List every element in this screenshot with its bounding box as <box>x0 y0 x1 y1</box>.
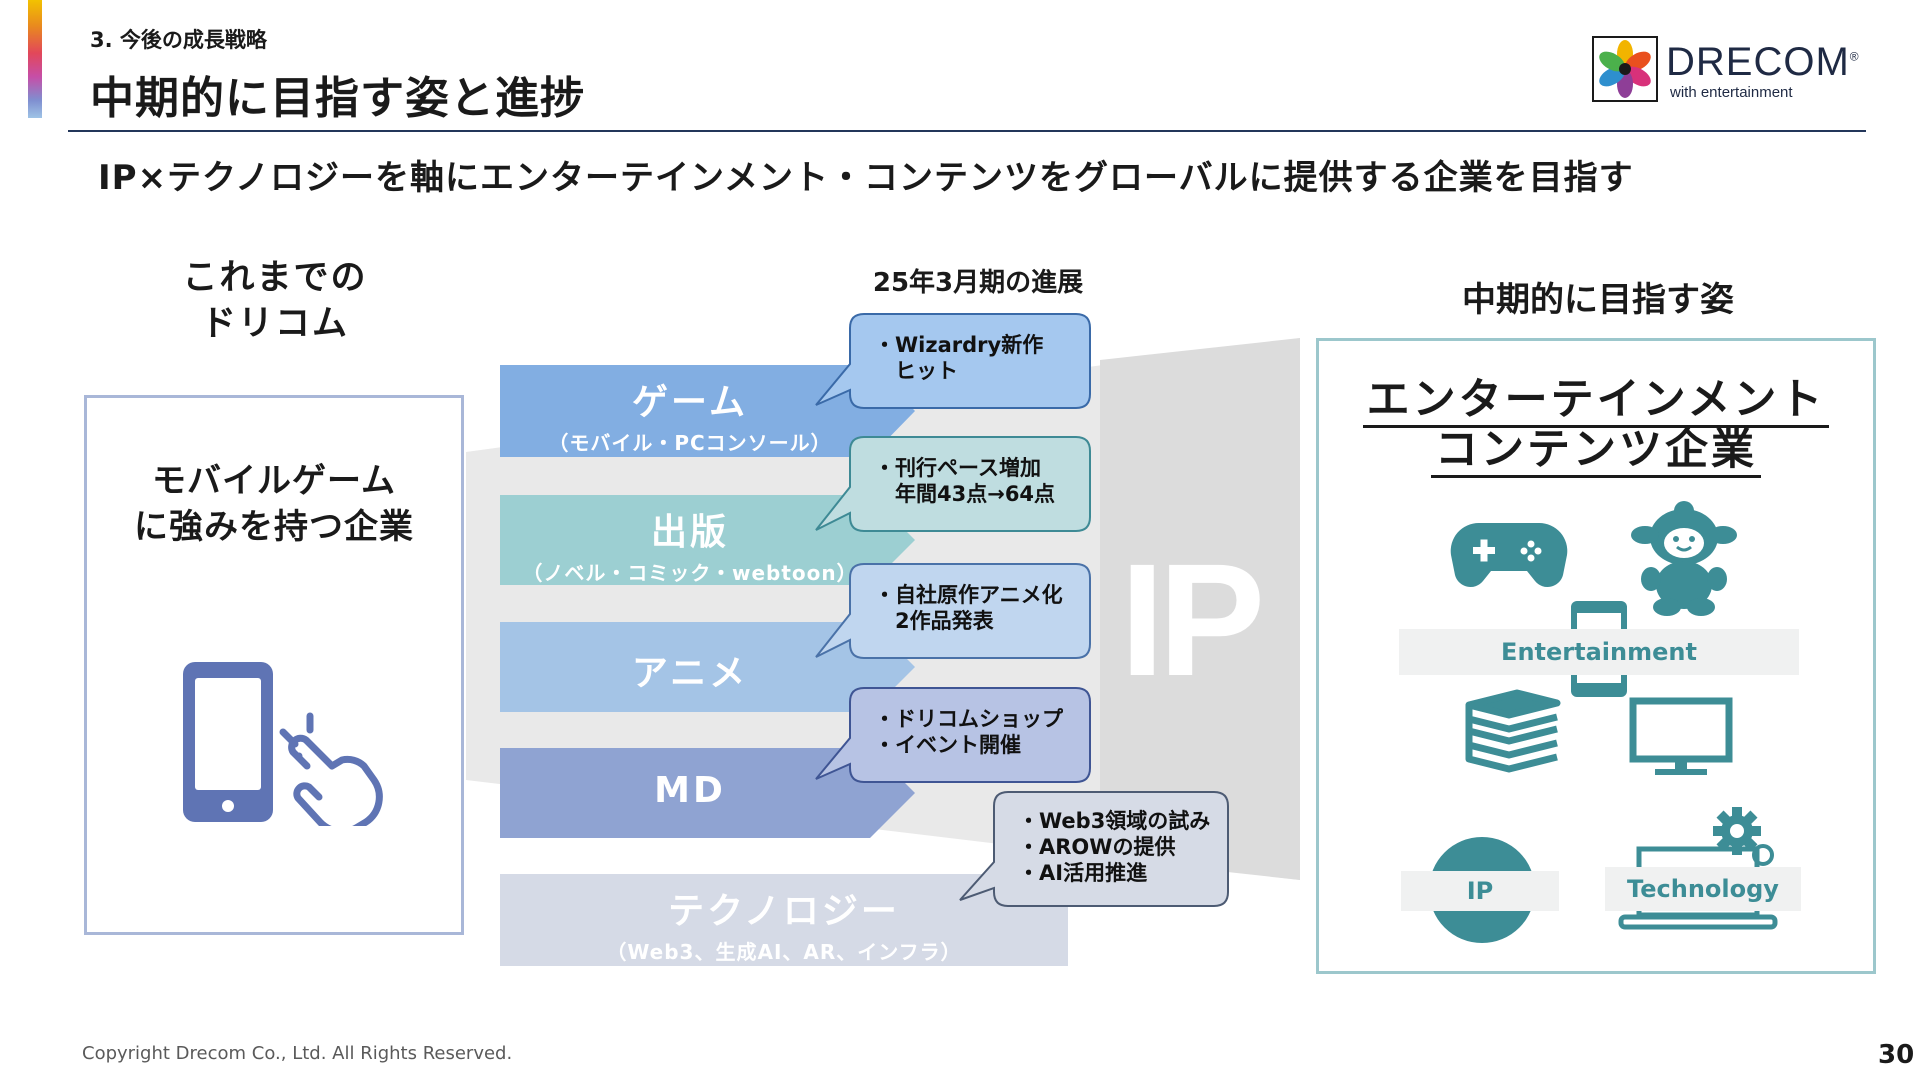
accent-color-bar <box>28 0 42 118</box>
callout-bubble-3 <box>815 563 1091 659</box>
title-divider <box>68 130 1866 132</box>
page-title: 中期的に目指す姿と進捗 <box>90 73 585 124</box>
progress-title: 25年3月期の進展 <box>872 268 1084 298</box>
teddy-bear-icon <box>1631 501 1737 616</box>
callout-bubble-4 <box>815 687 1091 783</box>
band-label-2: 出版（ノベル・コミック・webtoon） <box>522 512 858 585</box>
section-label: 3. 今後の成長戦略 <box>90 28 267 52</box>
headline: IP×テクノロジーを軸にエンターテインメント・コンテンツをグローバルに提供する企… <box>98 158 1634 198</box>
books-icon <box>1465 689 1561 773</box>
logo-wordmark: DRECOM® <box>1666 40 1860 84</box>
callout-text-4: ・ドリコムショップ・イベント開催 <box>874 707 1063 757</box>
future-title-line-2: コンテンツ企業 <box>1319 415 1873 478</box>
callout-bubble-2 <box>815 436 1091 532</box>
future-heading: 中期的に目指す姿 <box>1462 280 1734 320</box>
band-label-1: ゲーム（モバイル・PCコンソール） <box>548 382 832 455</box>
logo-flower-icon <box>1592 36 1658 102</box>
past-heading: これまでの ドリコム <box>182 258 368 344</box>
past-box: モバイルゲーム に強みを持つ企業 <box>84 395 464 935</box>
future-box: エンターテインメント コンテンツ企業 Entertainment <box>1316 338 1876 974</box>
entertainment-label: Entertainment <box>1399 629 1799 675</box>
callout-bubble-5 <box>959 791 1229 907</box>
band-shape-3 <box>500 622 915 712</box>
technology-label: Technology <box>1605 867 1801 911</box>
future-title-line-1: エンターテインメント <box>1319 365 1873 428</box>
copyright-footer: Copyright Drecom Co., Ltd. All Rights Re… <box>82 1043 513 1064</box>
band-shape-2 <box>500 495 915 585</box>
callout-text-2: ・刊行ペース増加 年間43点→64点 <box>874 456 1056 506</box>
band-shape-1 <box>500 365 915 457</box>
ip-strip-label: IP <box>1401 871 1559 911</box>
band-shape-5 <box>500 874 1068 966</box>
band-label-4: MD <box>654 770 726 811</box>
page-number: 30 <box>1878 1040 1915 1070</box>
monitor-icon <box>1629 697 1733 775</box>
smartphone-icon <box>183 662 383 826</box>
past-description: モバイルゲーム に強みを持つ企業 <box>134 461 414 547</box>
callout-text-5: ・Web3領域の試み・AROWの提供・AI活用推進 <box>1018 809 1211 885</box>
callout-text-3: ・自社原作アニメ化 2作品発表 <box>874 583 1063 633</box>
band-label-5: テクノロジー（Web3、生成AI、AR、インフラ） <box>606 891 962 964</box>
laptop-gear-icon <box>1618 807 1778 930</box>
band-label-3: アニメ <box>631 653 749 694</box>
callout-text-1: ・Wizardry新作 ヒット <box>874 333 1044 383</box>
band-shape-4 <box>500 748 915 838</box>
company-logo: DRECOM® with entertainment <box>1592 36 1862 102</box>
ip-label: IP <box>1120 530 1265 709</box>
tap-hand-icon <box>279 712 383 826</box>
callout-bubble-1 <box>815 313 1091 409</box>
gamepad-icon <box>1450 522 1568 588</box>
funnel-dark <box>1100 338 1300 880</box>
logo-tagline: with entertainment <box>1670 84 1793 101</box>
